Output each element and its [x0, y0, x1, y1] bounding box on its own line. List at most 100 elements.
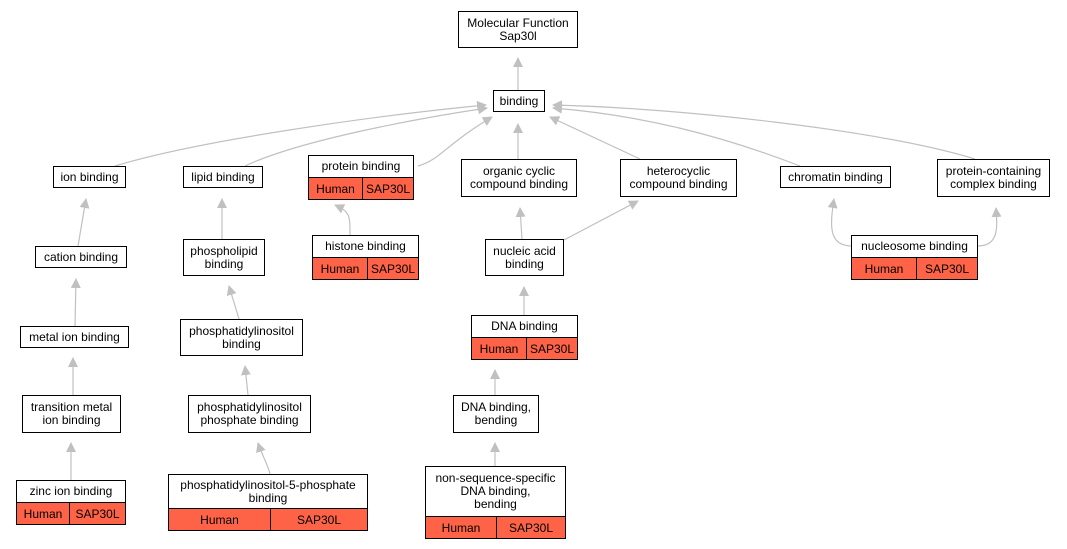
node-chromatin-binding[interactable]: chromatin binding — [780, 166, 891, 188]
annotation-gene: SAP30L — [496, 517, 565, 538]
annotation-row: Human SAP30L — [852, 257, 977, 279]
node-label-line: binding — [248, 490, 288, 505]
node-label-line: complex binding — [950, 177, 1037, 191]
annotation-species: Human — [320, 261, 360, 276]
edge-lipid-binding-to-binding — [244, 104, 488, 167]
node-label-line: binding — [505, 256, 544, 271]
edge-nucleosome-binding-to-chromatin-binding — [827, 198, 853, 247]
node-label: chromatin binding — [781, 167, 890, 187]
edge-protein-complex-to-binding — [552, 100, 976, 160]
edge-phosphatidylinositol-to-phospholipid-binding — [226, 285, 240, 320]
node-label-line: nucleosome binding — [861, 239, 968, 253]
node-label: zinc ion binding — [17, 481, 125, 502]
annotation-row: Human SAP30L — [472, 337, 577, 359]
node-label: DNA binding — [472, 316, 577, 337]
node-label-line: Sap30l — [499, 28, 537, 43]
annotation-gene: SAP30L — [526, 338, 577, 359]
edge-cation-binding-to-ion-binding — [77, 198, 90, 247]
node-label-line: phosphatidylinositol — [189, 323, 294, 338]
annotation-gene: SAP30L — [916, 258, 977, 279]
node-label: nucleosome binding — [852, 236, 977, 257]
node-label: DNA binding,bending — [454, 396, 538, 432]
node-label-line: transition metal — [30, 400, 113, 414]
edge-heterocyclic-to-binding — [549, 116, 641, 160]
node-metal-ion[interactable]: metal ion binding — [20, 326, 129, 348]
node-label-line: DNA binding — [491, 319, 558, 333]
annotation-row: Human SAP30L — [426, 516, 565, 538]
node-label-line: bending — [474, 497, 517, 511]
annotation-gene: SAP30L — [69, 503, 125, 524]
node-label-line: zinc ion binding — [29, 484, 113, 498]
node-ion-binding[interactable]: ion binding — [53, 166, 126, 188]
node-label-line: histone binding — [325, 239, 406, 253]
annotation-row: Human SAP30L — [309, 177, 413, 199]
edge-pi5p-to-pi-phosphate — [256, 442, 271, 475]
annotation-species: Human — [316, 181, 355, 196]
node-lipid-binding[interactable]: lipid binding — [183, 166, 263, 188]
node-label-line: compound binding — [469, 177, 569, 191]
node-label: protein binding — [309, 156, 413, 177]
edge-metal-ion-to-cation-binding — [70, 278, 81, 327]
annotation-gene: SAP30L — [362, 178, 413, 199]
node-label-line: metal ion binding — [29, 329, 120, 344]
node-label: metal ion binding — [21, 327, 128, 347]
node-label-line: compound binding — [629, 177, 728, 191]
annotation-species: Human — [864, 261, 904, 276]
node-label-line: chromatin binding — [788, 169, 883, 184]
node-binding[interactable]: binding — [493, 90, 545, 112]
node-cation-binding[interactable]: cation binding — [35, 246, 127, 268]
node-label-line: binding — [204, 256, 244, 271]
node-label-line: phosphate binding — [200, 413, 299, 427]
node-label: binding — [494, 91, 544, 111]
node-label: lipid binding — [184, 167, 262, 187]
node-dna-bending[interactable]: DNA binding,bending — [453, 395, 539, 433]
annotation-gene: SAP30L — [367, 258, 418, 279]
edge-histone-binding-to-protein-binding — [334, 204, 351, 236]
edge-nucleic-acid-to-organic-cyclic — [515, 207, 526, 240]
node-label: cation binding — [36, 247, 126, 267]
annotation-species: Human — [200, 512, 239, 527]
node-label-line: phosphatidylinositol-5-phosphate — [180, 477, 356, 492]
node-label-line: binding — [499, 93, 539, 108]
node-label-line: protein binding — [321, 159, 401, 173]
annotation-species: Human — [479, 341, 519, 356]
edge-chromatin-binding-to-binding — [552, 103, 801, 167]
node-label-line: binding — [222, 336, 261, 351]
node-label-line: Molecular Function — [467, 15, 569, 30]
node-label-line: bending — [474, 413, 518, 427]
node-label-line: phospholipid — [190, 243, 258, 258]
node-label-line: protein-containing — [945, 164, 1042, 178]
annotation-species: Human — [441, 520, 481, 535]
node-label-line: phosphatidylinositol — [197, 400, 302, 414]
node-label-line: ion binding — [42, 413, 101, 427]
node-label-line: ion binding — [60, 169, 119, 184]
edge-protein-binding-to-binding — [417, 116, 493, 167]
